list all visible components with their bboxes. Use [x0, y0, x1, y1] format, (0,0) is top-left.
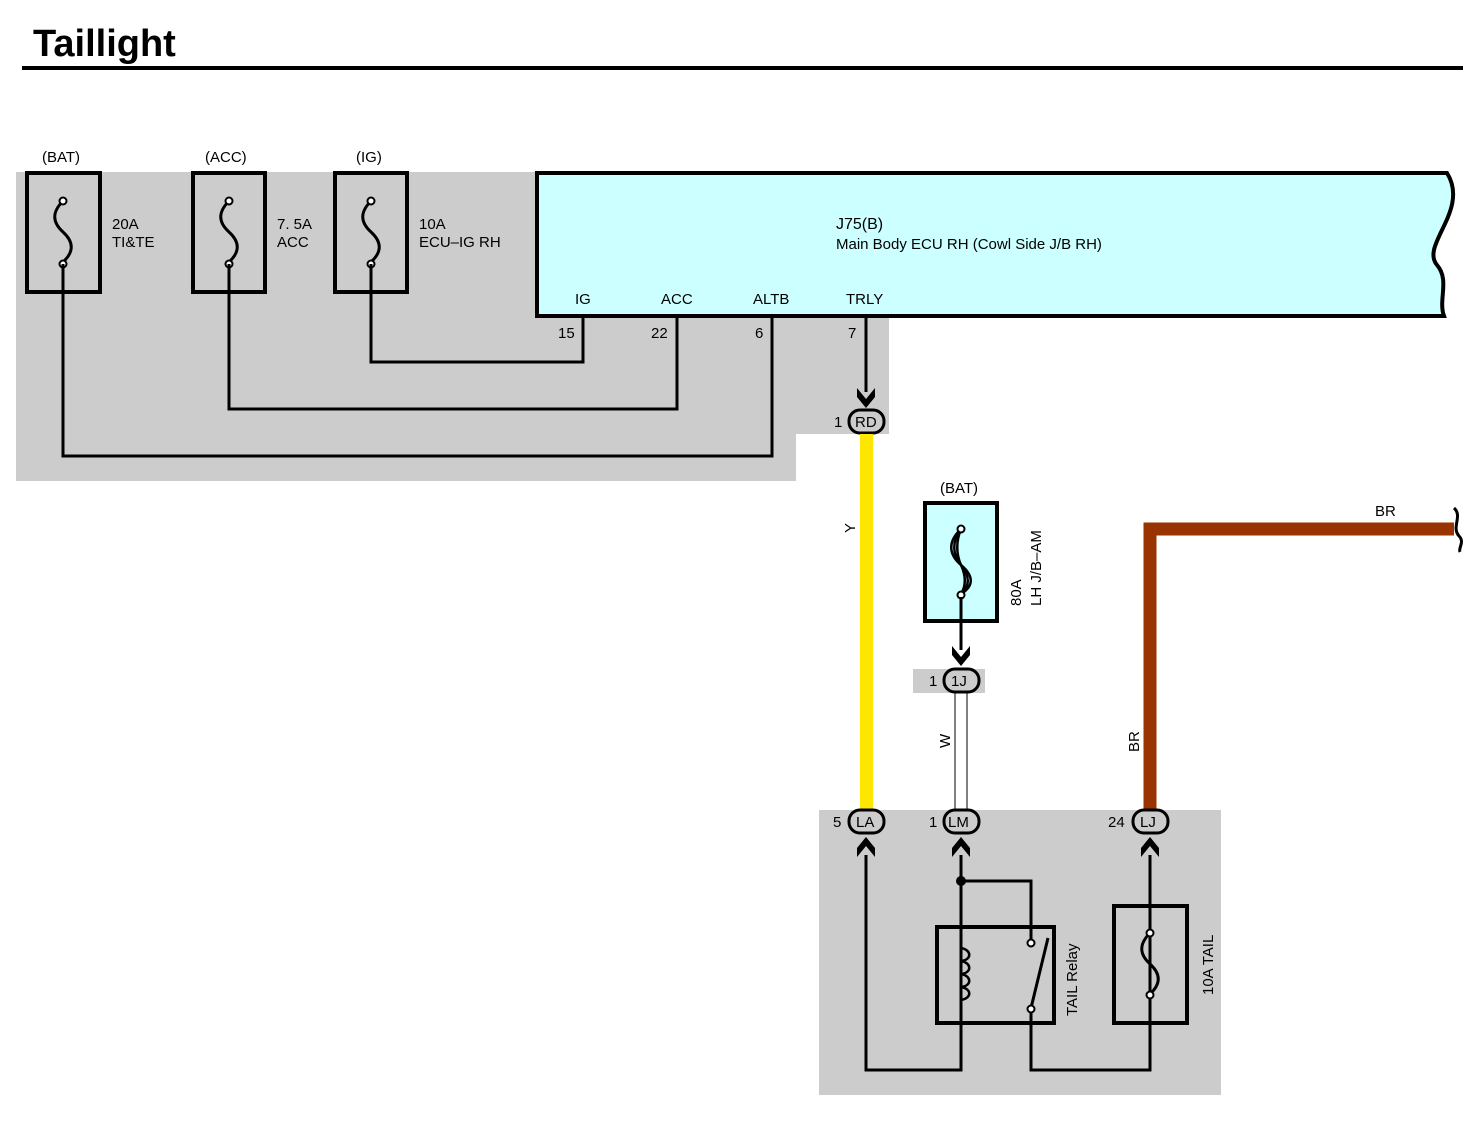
fuse-2-source: (ACC): [205, 149, 247, 166]
tail-fuse-symbol: [1140, 928, 1160, 1000]
fuse-2-symbol: [219, 196, 239, 269]
wire-brown-horizontal-label: BR: [1375, 503, 1396, 520]
ecu-pin-number-7: 7: [848, 325, 856, 342]
page-title: Taillight: [33, 23, 176, 65]
wire-brown-vertical-label: BR: [1126, 731, 1143, 752]
connector-chevrons: [857, 388, 1159, 857]
fuse-1-source: (BAT): [42, 149, 80, 166]
connector-1j-pin: 1: [929, 673, 937, 690]
connector-la-pin: 5: [833, 814, 841, 831]
fuse-3-rating: 10A: [419, 216, 446, 233]
tail-relay-label: TAIL Relay: [1064, 943, 1081, 1016]
connector-lm-pin: 1: [929, 814, 937, 831]
connector-rd-pin: 1: [834, 414, 842, 431]
relay-switch-icon: [1026, 937, 1050, 1014]
ecu-pin-number-22: 22: [651, 325, 668, 342]
connector-lj-code: LJ: [1140, 814, 1156, 831]
ecu-pin-label-trly: TRLY: [846, 291, 883, 308]
tail-fuse-box: [1112, 904, 1189, 1025]
fuse-3-name: ECU–IG RH: [419, 234, 501, 251]
fuse-1-rating: 20A: [112, 216, 139, 233]
ecu-code: J75(B): [836, 216, 883, 233]
ecu-name: Main Body ECU RH (Cowl Side J/B RH): [836, 236, 1102, 253]
connector-1j: [942, 667, 981, 694]
fuse-2-rating: 7. 5A: [277, 216, 312, 233]
ecu-pin-number-15: 15: [558, 325, 575, 342]
relay-junction-dot: [956, 876, 966, 886]
fuse-to-ecu-wires: [61, 264, 868, 458]
fuse-1-name: TI&TE: [112, 234, 155, 251]
wire-white: [954, 692, 968, 811]
main-fuse-source: (BAT): [940, 480, 978, 497]
ecu-pin-label-ig: IG: [575, 291, 591, 308]
ecu-pin-label-acc: ACC: [661, 291, 693, 308]
tail-relay-box: [935, 925, 1056, 1025]
wire-yellow: [860, 434, 873, 810]
connector-lj: [1131, 808, 1170, 835]
connector-lm: [942, 808, 981, 835]
wire-white-label: W: [937, 733, 954, 748]
fuse-2-name: ACC: [277, 234, 309, 251]
ecu-pin-label-altb: ALTB: [753, 291, 789, 308]
bottom-junction-shade: [819, 810, 1221, 1095]
connector-rd: [847, 408, 886, 435]
fuse-1-symbol: [53, 196, 73, 269]
connector-1j-code: 1J: [951, 673, 967, 690]
fuse-3-source: (IG): [356, 149, 382, 166]
connector-la: [847, 808, 886, 835]
main-fuse-name: LH J/B–AM: [1028, 530, 1045, 606]
ecu-pin-number-6: 6: [755, 325, 763, 342]
tail-fuse-label: 10A TAIL: [1200, 935, 1217, 995]
title-rule: [22, 66, 1463, 70]
ecu-box: [535, 171, 1456, 318]
connector-lj-pin: 24: [1108, 814, 1125, 831]
relay-coil-icon: [960, 946, 971, 1002]
connector-rd-code: RD: [855, 414, 877, 431]
wire-yellow-label: Y: [842, 523, 859, 533]
main-fuse-symbol: [950, 524, 972, 600]
connector-lm-code: LM: [948, 814, 969, 831]
main-fuse-rating: 80A: [1008, 579, 1025, 606]
wire-brown-break: [1452, 506, 1463, 553]
connector-la-code: LA: [856, 814, 874, 831]
wire-brown: [1143, 522, 1454, 810]
